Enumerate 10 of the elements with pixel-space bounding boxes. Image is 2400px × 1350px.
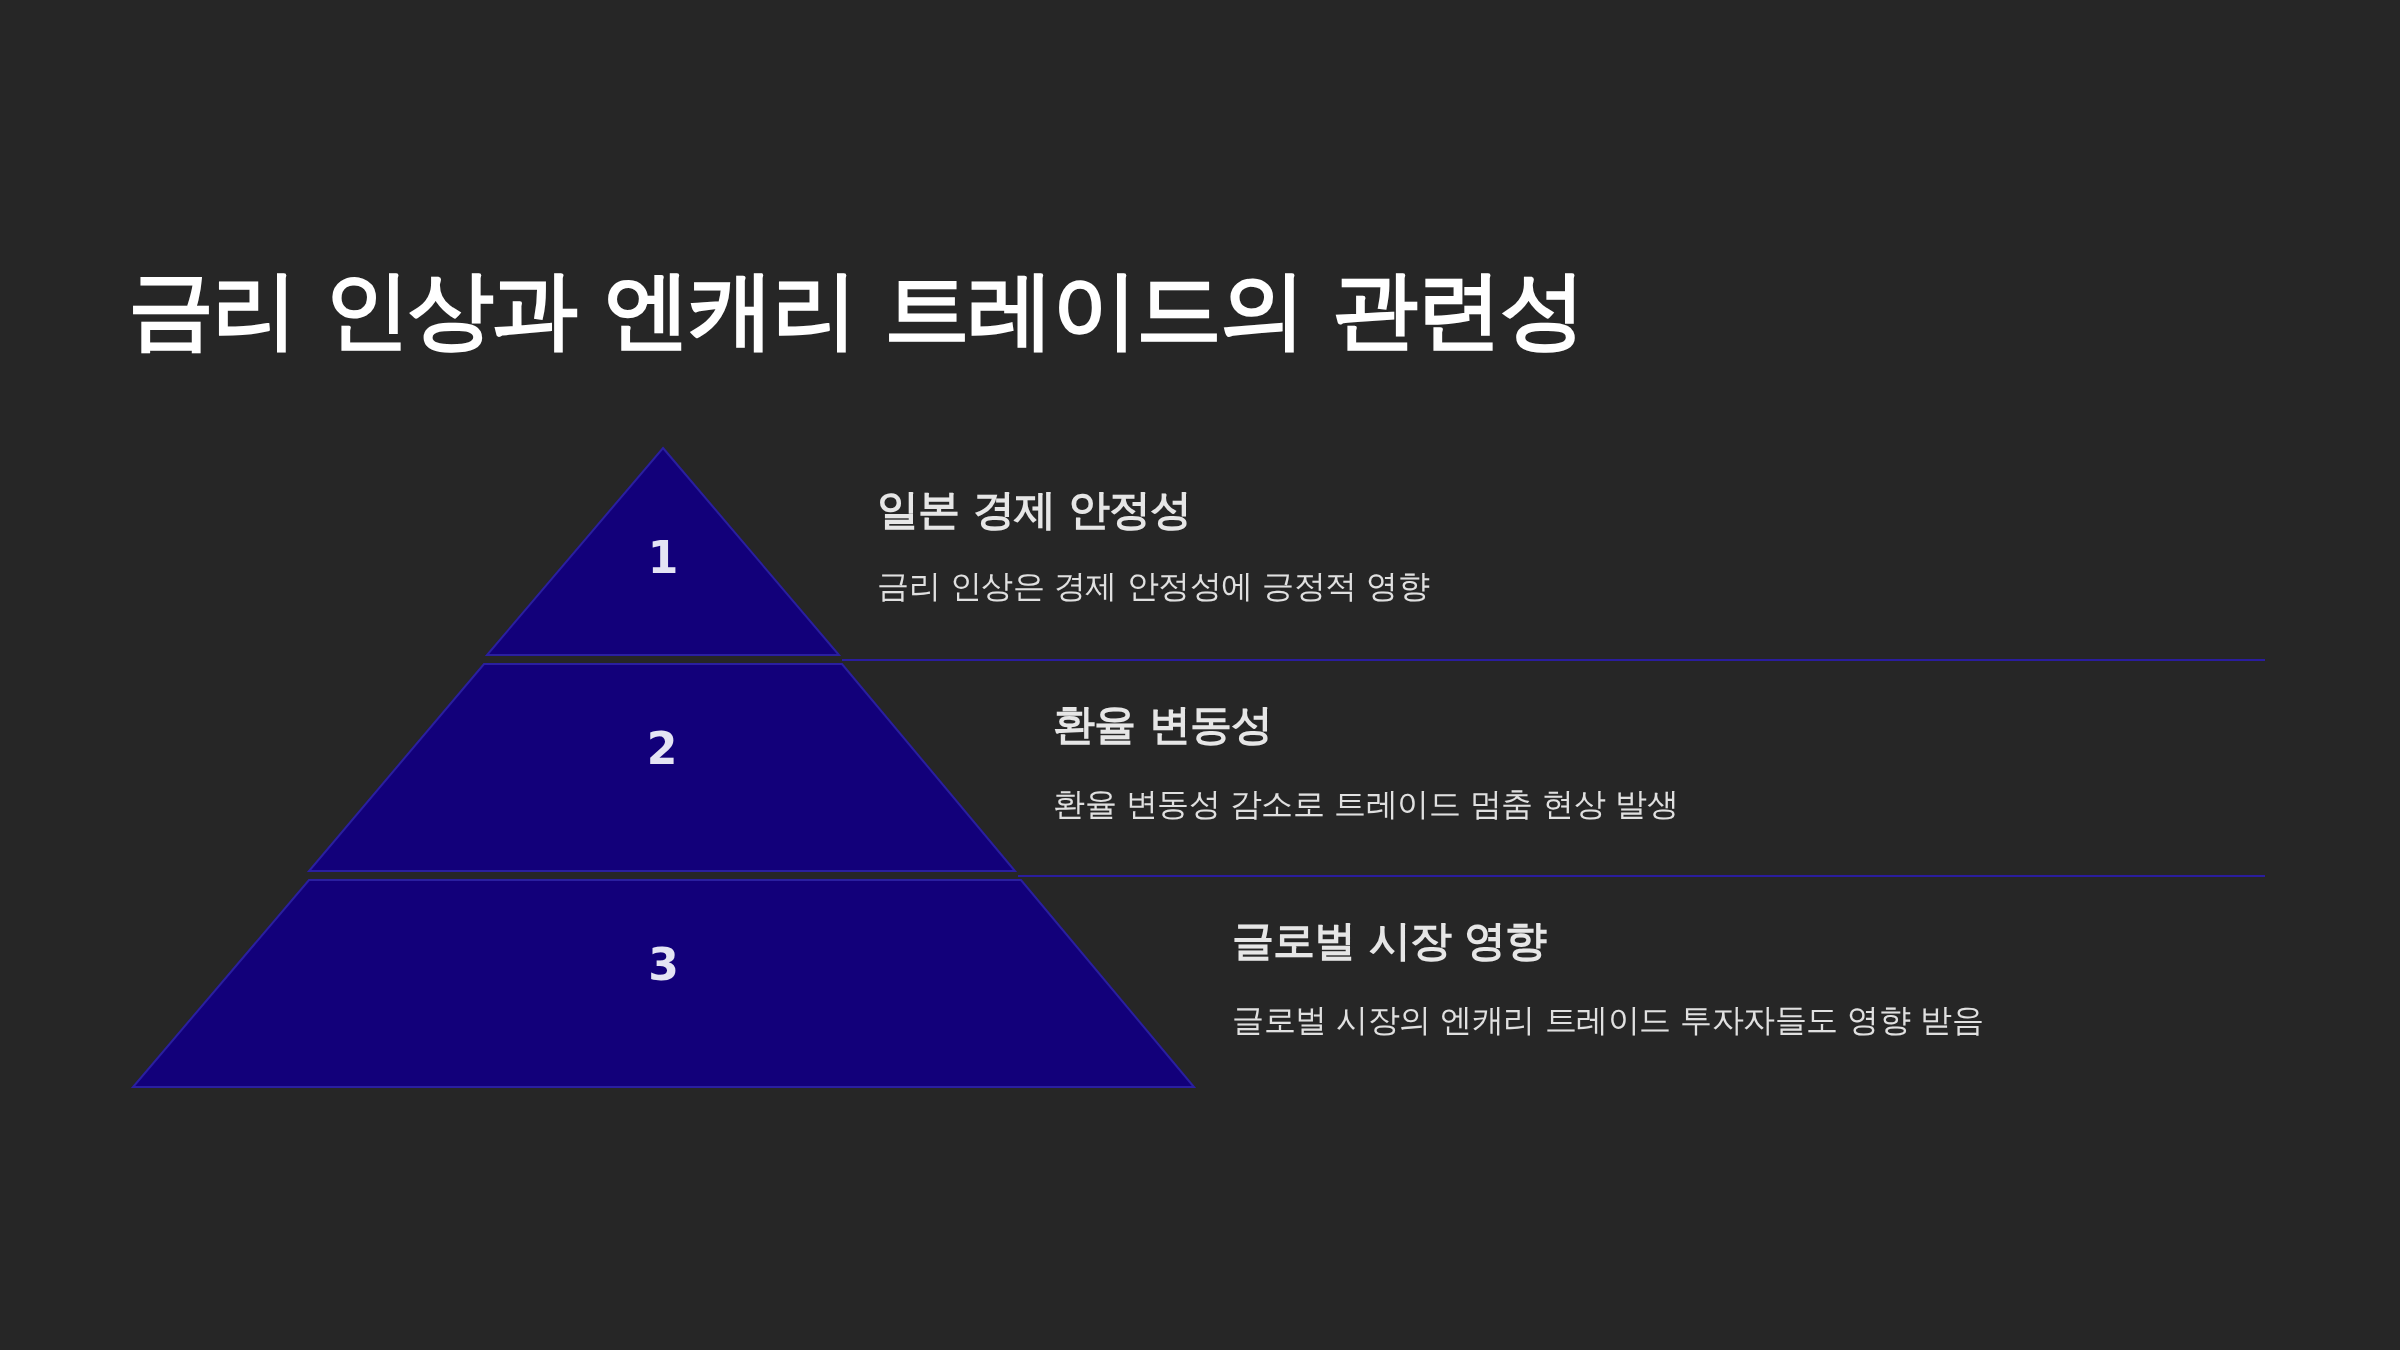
tier-heading: 일본 경제 안정성 [877, 484, 1192, 536]
tier-heading: 환율 변동성 [1053, 699, 1272, 751]
slide-title: 금리 인상과 엔캐리 트레이드의 관련성 [128, 258, 1584, 361]
tier-number: 2 [645, 727, 679, 771]
tier-number: 1 [646, 536, 680, 580]
tier-description: 금리 인상은 경제 안정성에 긍정적 영향 [877, 566, 1430, 607]
tier-number: 3 [647, 943, 680, 987]
tier-heading: 글로벌 시장 영향 [1232, 915, 1547, 967]
tier-description: 글로벌 시장의 엔캐리 트레이드 투자자들도 영향 받음 [1232, 1000, 1984, 1041]
tier-description: 환율 변동성 감소로 트레이드 멈춤 현상 발생 [1053, 784, 1679, 825]
